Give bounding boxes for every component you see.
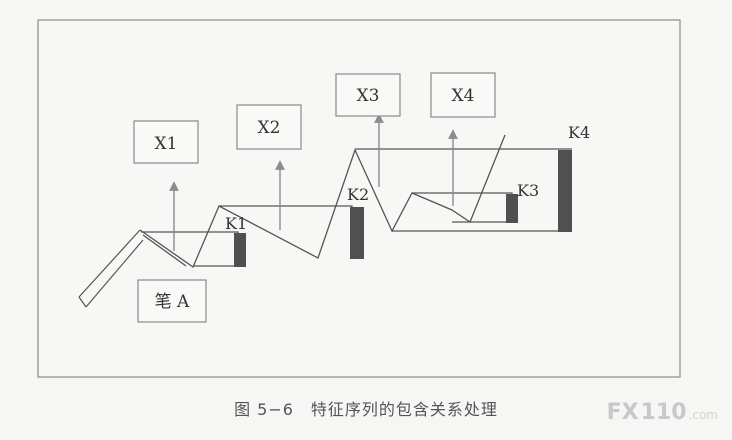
pen-a-stroke [78, 229, 144, 308]
watermark-domain: .com [688, 408, 718, 422]
box-x4-label: X4 [452, 86, 475, 106]
k3-label: K3 [517, 181, 539, 200]
figure-caption: 图 5−6 特征序列的包含关系处理 [234, 400, 498, 419]
k3-bar [506, 194, 518, 223]
k2-label: K2 [347, 185, 369, 204]
box-x1-label: X1 [155, 134, 178, 154]
watermark-number: 110 [640, 400, 687, 425]
box-x4: X4 [430, 72, 496, 118]
box-pen-a: 笔 A [137, 279, 207, 323]
box-x3: X3 [335, 73, 401, 117]
site-watermark: FX 110 .com [607, 400, 718, 425]
k4-label: K4 [568, 123, 590, 142]
price-zigzag-line [139, 134, 506, 268]
box-x1: X1 [133, 120, 199, 164]
k4-bar [558, 150, 572, 232]
k2-bar [350, 207, 364, 259]
box-pen-a-label: 笔 A [155, 292, 190, 312]
box-x2: X2 [236, 104, 302, 150]
watermark-logo-icon: FX [606, 400, 639, 425]
k1-bar [234, 233, 246, 267]
box-x3-label: X3 [357, 86, 380, 106]
k1-label: K1 [225, 214, 247, 233]
box-x2-label: X2 [258, 118, 281, 138]
